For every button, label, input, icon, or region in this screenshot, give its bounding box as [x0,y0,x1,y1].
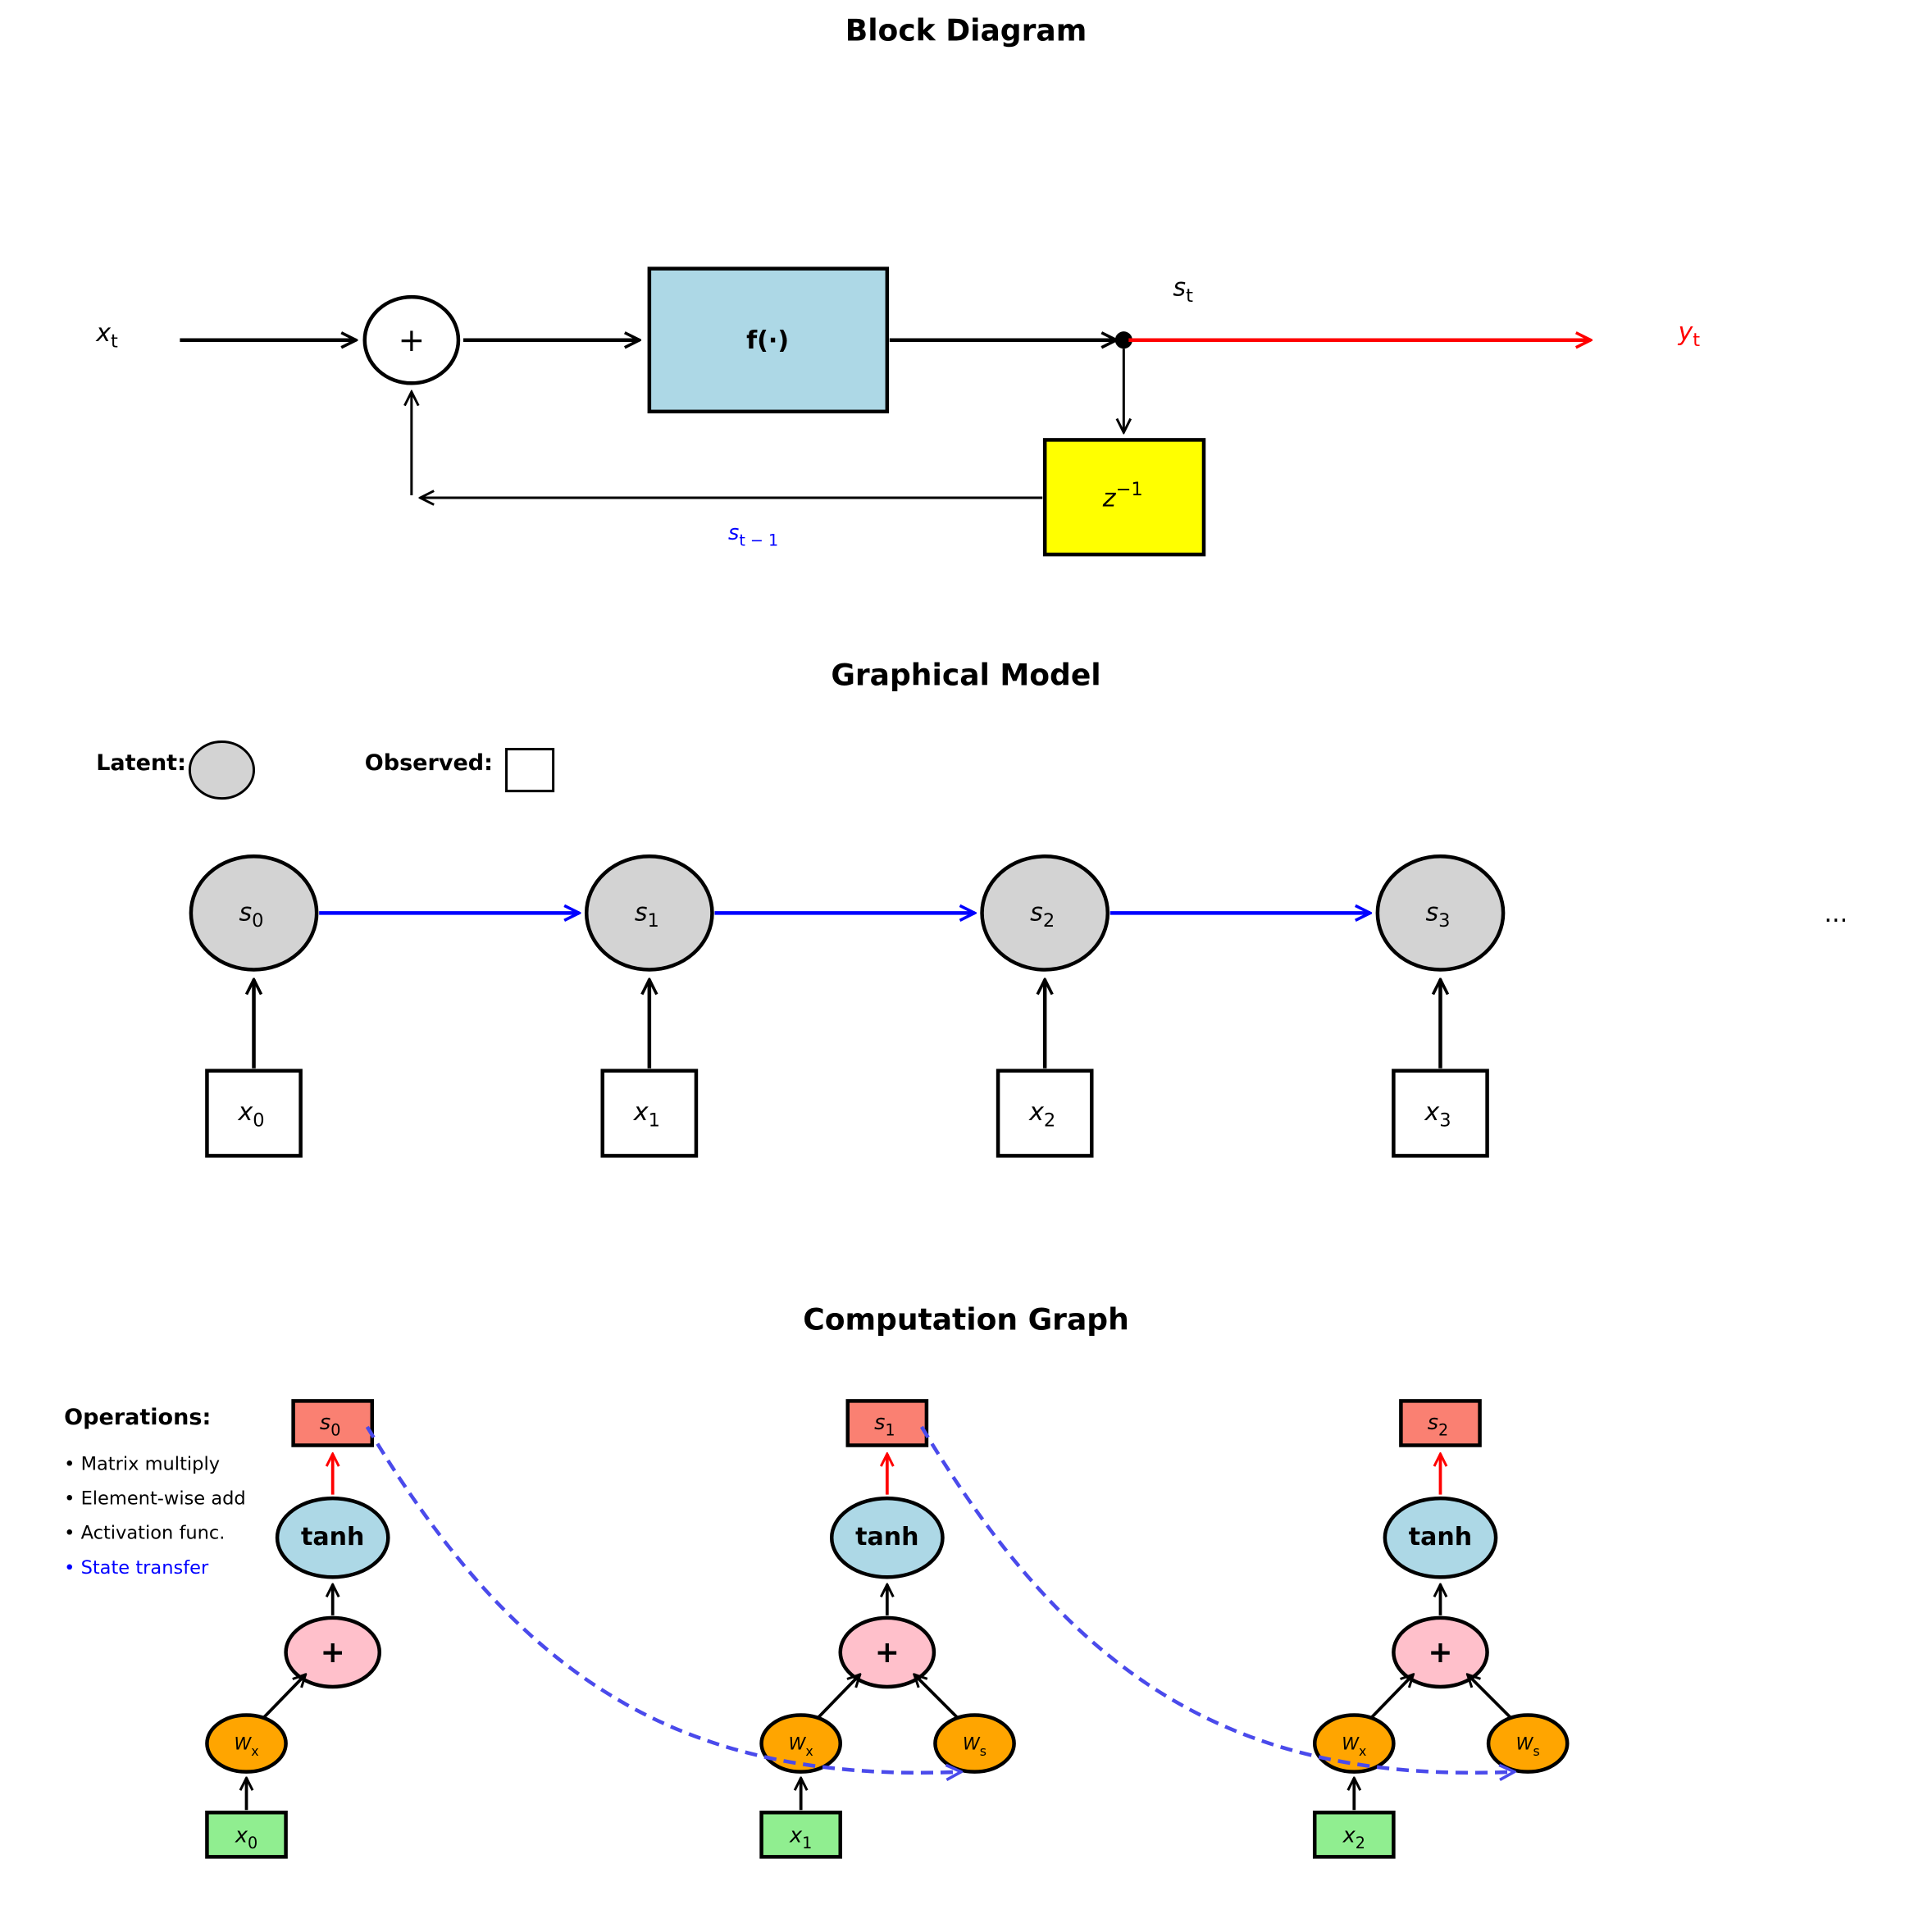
input-weight-label: Wx [234,1734,258,1760]
legend-latent-label: Latent: [96,750,186,776]
function-label: f(·) [746,326,789,355]
computation-graph-title: Computation Graph [803,1302,1129,1337]
operation-item: • Element-wise add [64,1488,246,1510]
sum-node [362,294,461,385]
state-transfer-arrow [365,1425,961,1773]
sequence-ellipsis: ... [1824,900,1848,928]
latent-node [189,854,319,972]
observed-node [600,1069,699,1158]
latent-node-label: s0 [239,898,264,932]
state-weight-label: Ws [1516,1734,1540,1760]
state-weight-label: Ws [963,1734,987,1760]
state-weight-node [1486,1713,1570,1774]
operation-item-state-transfer: • State transfer [64,1557,209,1579]
tanh-node [1383,1496,1498,1579]
legend-observed-label: Observed: [365,750,493,776]
tanh-label: tanh [301,1523,364,1552]
feedback-label: st − 1 [728,521,778,550]
observed-node [1392,1069,1489,1158]
operation-item: • Activation func. [64,1523,225,1544]
input-node-label: x1 [789,1823,812,1852]
wx-to-add-arrow [262,1675,306,1719]
legend-latent-icon [188,740,256,800]
input-node-label: x2 [1342,1823,1365,1852]
legend-observed-icon [505,748,555,793]
tanh-node [275,1496,390,1579]
observed-node-label: x2 [1028,1098,1055,1132]
input-weight-node [205,1713,288,1774]
delay-block [1042,438,1206,557]
input-node [1312,1810,1396,1859]
tanh-label: tanh [1409,1523,1472,1552]
input-node [205,1810,288,1859]
input-node [759,1810,842,1859]
wx-to-add-arrow [817,1675,860,1719]
ws-to-add-arrow [1468,1675,1512,1719]
latent-node-label: s2 [1030,898,1055,932]
delay-label: z−1 [1102,479,1143,513]
state-transfer-arrow [919,1425,1515,1773]
block-diagram-title: Block Diagram [845,14,1087,48]
tanh-label: tanh [855,1523,918,1552]
block-diagram: Block Diagram xt + f(·) st yt z−1 st − 1 [95,14,1700,557]
sum-symbol: + [398,322,425,359]
output-label: yt [1677,318,1700,352]
state-weight-node [933,1713,1016,1774]
state-output-label: s2 [1428,1410,1449,1440]
state-output-label: s0 [320,1410,340,1440]
state-output-node [845,1399,929,1447]
latent-node [584,854,714,972]
observed-node-label: x0 [237,1098,264,1132]
input-weight-label: Wx [789,1734,813,1760]
tanh-node [829,1496,945,1579]
observed-node [205,1069,303,1158]
add-symbol: + [875,1635,900,1670]
input-label: xt [95,319,118,353]
add-symbol: + [321,1635,345,1670]
wx-to-add-arrow [1369,1675,1413,1719]
input-weight-node [759,1713,842,1774]
latent-node [980,854,1110,972]
state-output-node [291,1399,375,1447]
observed-node-label: x1 [633,1098,660,1132]
observed-node-label: x3 [1424,1098,1451,1132]
observed-node [996,1069,1094,1158]
state-output-node [1399,1399,1482,1447]
operations-heading: Operations: [64,1405,211,1430]
add-node [284,1615,382,1689]
state-output-label: s1 [874,1410,895,1440]
operation-item: • Matrix multiply [64,1454,220,1475]
add-symbol: + [1428,1635,1452,1670]
input-weight-label: Wx [1342,1734,1366,1760]
graphical-model: Graphical Model Latent: Observed: s0 x0 s1… [96,658,1848,1158]
latent-node-label: s3 [1425,898,1450,932]
input-weight-node [1312,1713,1396,1774]
function-block [647,267,890,414]
add-node [838,1615,936,1689]
graphical-model-title: Graphical Model [831,658,1100,692]
latent-node [1375,854,1506,972]
state-label: st [1173,274,1193,308]
input-node-label: x0 [235,1823,257,1852]
ws-to-add-arrow [914,1675,959,1719]
state-junction-dot [1114,331,1132,349]
computation-graph: Computation Graph Operations: • Matrix m… [64,1302,1570,1859]
add-node [1392,1615,1489,1689]
latent-node-label: s1 [635,898,659,932]
